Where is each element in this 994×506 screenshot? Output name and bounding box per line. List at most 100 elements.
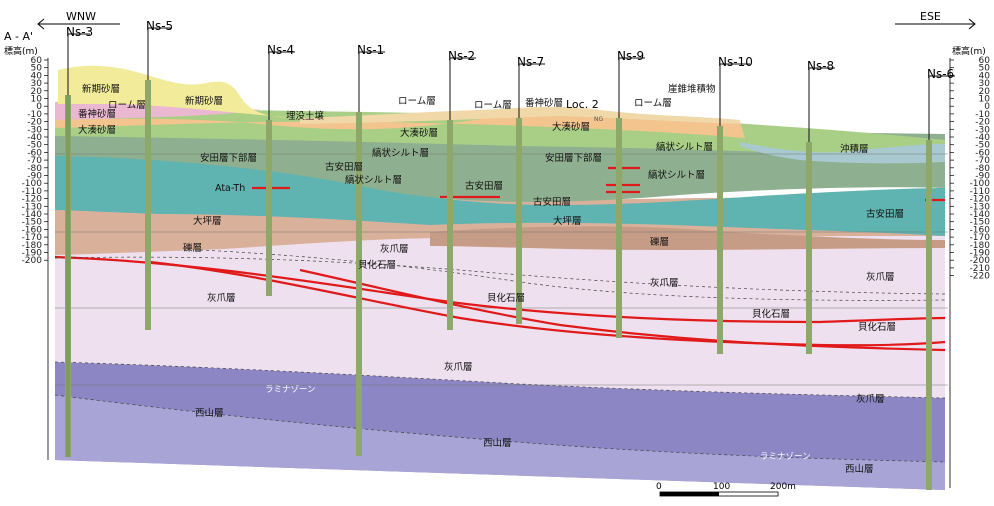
y-tick-label-right: 60 [979,56,991,66]
label-loc2: Loc. 2 [566,98,599,111]
borehole-label-ns6: Ns-6 [927,67,954,81]
layer-labels: 新期砂層 新期砂層 ローム層 番神砂層 大湊砂層 埋没土壌 ローム層 大湊砂層 … [78,83,904,475]
y-axis-left: 6050403020100-10-20-30-40-50-60-70-80-90… [22,56,49,460]
borehole-ns4 [266,51,295,296]
direction-left: WNW [66,10,96,23]
label-shima-silt-3: 縞状シルト層 [345,174,402,186]
borehole-ns1 [356,51,385,456]
kaika-bed-upper [54,255,946,324]
y-tick-label-right: -190 [970,249,991,259]
y-tick-label-right: -140 [970,210,991,220]
borehole-label-ns3: Ns-3 [66,25,93,39]
y-tick-label-right: -20 [975,118,990,128]
y-tick-label-right: -30 [975,125,990,135]
borehole-label-ns7: Ns-7 [517,55,544,69]
label-haizume-1: 灰爪層 [380,243,409,255]
y-tick-label-left: -140 [22,210,43,220]
label-ko-yasuda-1: 古安田層 [325,161,363,173]
y-tick-label-left: 40 [31,71,43,81]
y-tick-label-right: 50 [979,64,991,74]
label-raminar-1: ラミナゾーン [265,385,316,395]
y-tick-label-left: -160 [22,225,43,235]
y-tick-label-left: -150 [22,218,43,228]
label-maibotsu: 埋没土壌 [286,110,325,122]
y-tick-label-right: 40 [979,71,991,81]
y-tick-label-right: -200 [970,256,991,266]
label-yasuda-lower-2: 安田層下部層 [545,152,602,164]
label-ko-yasuda-2: 古安田層 [465,180,503,192]
kaika-bed-lower [149,260,946,347]
scale-label-0: 0 [656,482,662,492]
layer-shinki-sand [58,65,300,118]
label-shinki-sand: 新期砂層 [82,83,120,95]
y-tick-label-left: -170 [22,233,43,243]
y-tick-label-left: -200 [22,256,43,266]
borehole-ns7 [516,63,545,324]
direction-right: ESE [920,10,941,23]
layer-ominato [55,111,745,138]
borehole-ns6 [926,75,955,490]
y-tick-label-left: 20 [31,87,43,97]
y-tick-label-right: -90 [975,172,990,182]
label-shima-silt-4: 縞状シルト層 [648,169,705,181]
label-loam-3: ローム層 [474,100,512,111]
direction-header: WNW ESE A - A' 標高(m) 標高(m) [4,10,986,57]
label-reki-1: 礫層 [183,242,202,254]
layer-loam [300,106,740,124]
boreholes [65,27,955,490]
section-label: A - A' [4,30,33,43]
label-loam-1: ローム層 [108,100,146,111]
label-haizume-2: 灰爪層 [650,277,679,289]
scale-label-100: 100 [713,482,730,492]
label-haizume-5: 灰爪層 [444,361,473,373]
y-tick-label-right: -70 [975,156,990,166]
label-shima-silt-2: 縞状シルト層 [656,141,713,153]
y-tick-label-right: -80 [975,164,990,174]
y-tick-label-right: -120 [970,195,991,205]
y-tick-label-left: -100 [22,179,43,189]
label-kaika-3: 貝化石層 [752,308,790,320]
borehole-label-ns4: Ns-4 [267,43,294,57]
y-tick-label-right: -210 [970,264,991,274]
y-tick-label-left: -10 [27,110,42,120]
borehole-ns10 [717,63,750,354]
borehole-labels: Ns-3 Ns-5 Ns-4 Ns-1 Ns-2 Ns-7 Ns-9 Ns-10… [66,19,954,81]
borehole-ns3 [65,33,90,457]
y-tick-label-right: -150 [970,218,991,228]
y-tick-label-left: -80 [27,164,42,174]
y-tick-label-left: 60 [31,56,43,66]
label-banjin-2: 番神砂層 [525,97,563,109]
label-kaika-2: 貝化石層 [487,292,525,304]
label-nishiyama-3: 西山層 [845,464,874,475]
label-haizume-3: 灰爪層 [866,271,895,283]
borehole-label-ns10: Ns-10 [718,55,753,69]
borehole-label-ns9: Ns-9 [617,49,644,63]
layer-okizumi [740,142,945,164]
scale-label-200m: 200m [770,482,796,492]
y-tick-label-right: -10 [975,110,990,120]
borehole-ns9 [616,57,645,338]
y-tick-label-left: -40 [27,133,42,143]
label-ng: NG [594,116,603,123]
label-otsubo-2: 大坪層 [553,215,582,227]
label-banjin-1: 番神砂層 [78,108,116,120]
y-tick-label-left: -180 [22,241,43,251]
label-haizume-6: 灰爪層 [856,393,885,405]
y-tick-label-right: -100 [970,179,991,189]
label-yasuda-lower-1: 安田層下部層 [200,152,257,164]
label-shima-silt-1: 縞状シルト層 [372,147,429,159]
label-loam-2: ローム層 [398,96,436,107]
y-tick-label-right: -130 [970,202,991,212]
y-tick-label-right: -60 [975,148,990,158]
label-haizume-4: 灰爪層 [207,292,236,304]
y-tick-label-right: -220 [970,272,991,282]
label-nishiyama-2: 西山層 [483,438,512,449]
y-tick-label-left: -30 [27,125,42,135]
y-tick-label-left: -50 [27,141,42,151]
y-tick-label-left: 10 [31,95,43,105]
y-tick-label-left: 50 [31,64,43,74]
y-tick-label-left: -120 [22,195,43,205]
label-okizumi: 沖積層 [840,143,869,155]
